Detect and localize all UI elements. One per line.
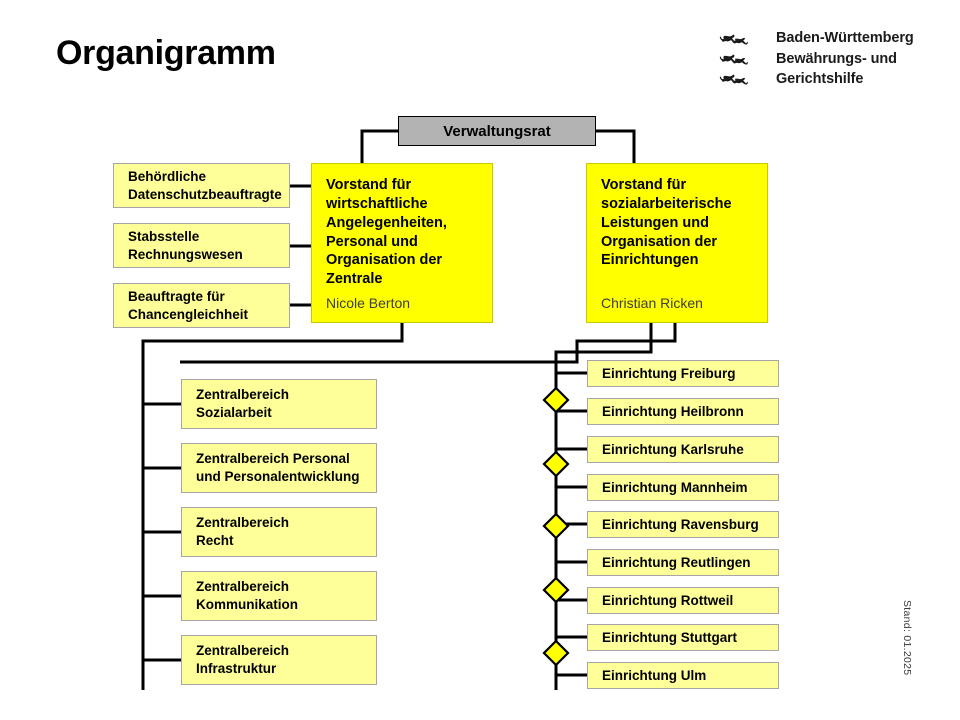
node-label-line-1: Stabsstelle xyxy=(128,228,200,244)
node-label: Einrichtung Stuttgart xyxy=(602,630,737,645)
node-person: Nicole Berton xyxy=(326,294,411,311)
node-label-line-1: Beauftragte für xyxy=(128,288,225,304)
node-einrichtung-reutlingen[interactable]: Einrichtung Reutlingen xyxy=(587,549,779,576)
node-einrichtung-stuttgart[interactable]: Einrichtung Stuttgart xyxy=(587,624,779,651)
node-einrichtung-rottweil[interactable]: Einrichtung Rottweil xyxy=(587,587,779,614)
connector-diamond xyxy=(542,386,570,414)
node-person: Christian Ricken xyxy=(601,294,703,311)
node-label-line-2: Rechnungswesen xyxy=(128,246,243,262)
revision-date: Stand: 01.2025 xyxy=(901,600,913,676)
node-behoerdliche-datenschutzbeauftragte[interactable]: Behördliche Datenschutzbeauftragte xyxy=(113,163,290,208)
node-label-line-2: Datenschutzbeauftragte xyxy=(128,186,282,202)
node-einrichtung-mannheim[interactable]: Einrichtung Mannheim xyxy=(587,474,779,501)
node-label-line-2: und Personalentwicklung xyxy=(196,469,360,484)
node-einrichtung-ulm[interactable]: Einrichtung Ulm xyxy=(587,662,779,689)
node-einrichtung-heilbronn[interactable]: Einrichtung Heilbronn xyxy=(587,398,779,425)
node-zentralbereich-recht[interactable]: Zentralbereich Recht xyxy=(181,507,377,557)
node-einrichtung-karlsruhe[interactable]: Einrichtung Karlsruhe xyxy=(587,436,779,463)
node-label: Verwaltungsrat xyxy=(443,122,551,140)
node-label-line-2: Chancengleichheit xyxy=(128,306,249,322)
baden-wuerttemberg-logo: Baden-Württemberg Bewährungs- und Gerich… xyxy=(718,28,914,90)
node-label: Einrichtung Freiburg xyxy=(602,366,736,381)
node-label: Einrichtung Karlsruhe xyxy=(602,442,744,457)
node-label-line-1: Zentralbereich xyxy=(196,579,290,595)
connector-diamond xyxy=(542,576,570,604)
node-title: Vorstand für wirtschaftliche Angelegenhe… xyxy=(326,177,447,288)
node-label-line-2: Kommunikation xyxy=(196,597,299,612)
node-label: Einrichtung Ravensburg xyxy=(602,517,759,532)
node-vorstand-wirtschaftliche-angelegenheiten[interactable]: Vorstand für wirtschaftliche Angelegenhe… xyxy=(311,163,493,323)
node-einrichtung-ravensburg[interactable]: Einrichtung Ravensburg xyxy=(587,511,779,538)
connector-diamond xyxy=(542,639,570,667)
node-label-line-1: Zentralbereich xyxy=(196,387,290,403)
node-title: Vorstand für sozialarbeiterische Leistun… xyxy=(601,177,732,269)
node-vorstand-sozialarbeiterische-leistungen[interactable]: Vorstand für sozialarbeiterische Leistun… xyxy=(586,163,768,323)
node-einrichtung-freiburg[interactable]: Einrichtung Freiburg xyxy=(587,360,779,387)
node-label: Einrichtung Heilbronn xyxy=(602,404,744,419)
logo-text: Baden-Württemberg Bewährungs- und Gerich… xyxy=(776,28,914,90)
logo-line-2: Bewährungs- und xyxy=(776,50,897,67)
node-label-line-2: Sozialarbeit xyxy=(196,405,272,420)
node-zentralbereich-kommunikation[interactable]: Zentralbereich Kommunikation xyxy=(181,571,377,621)
node-zentralbereich-infrastruktur[interactable]: Zentralbereich Infrastruktur xyxy=(181,635,377,685)
logo-line-3: Gerichtshilfe xyxy=(776,71,864,88)
node-label: Einrichtung Reutlingen xyxy=(602,555,751,570)
three-lions-crest-icon xyxy=(718,28,764,87)
logo-line-1: Baden-Württemberg xyxy=(776,30,914,46)
node-stabsstelle-rechnungswesen[interactable]: Stabsstelle Rechnungswesen xyxy=(113,223,290,268)
node-label: Einrichtung Rottweil xyxy=(602,593,734,608)
node-beauftragte-fuer-chancengleichheit[interactable]: Beauftragte für Chancengleichheit xyxy=(113,283,290,328)
node-label-line-1: Behördliche xyxy=(128,168,207,184)
node-label-line-1: Zentralbereich xyxy=(196,643,290,659)
page-title: Organigramm xyxy=(56,34,276,72)
node-label-line-1: Zentralbereich xyxy=(196,515,290,531)
node-zentralbereich-personal-und-personalentwicklung[interactable]: Zentralbereich Personal und Personalentw… xyxy=(181,443,377,493)
node-label-line-2: Infrastruktur xyxy=(196,661,277,676)
connector-diamond xyxy=(542,450,570,478)
node-verwaltungsrat[interactable]: Verwaltungsrat xyxy=(398,116,596,146)
node-label-line-2: Recht xyxy=(196,533,234,548)
node-zentralbereich-sozialarbeit[interactable]: Zentralbereich Sozialarbeit xyxy=(181,379,377,429)
node-label: Einrichtung Mannheim xyxy=(602,480,748,495)
node-label-line-1: Zentralbereich Personal xyxy=(196,451,350,467)
connector-diamond xyxy=(542,512,570,540)
node-label: Einrichtung Ulm xyxy=(602,668,707,683)
